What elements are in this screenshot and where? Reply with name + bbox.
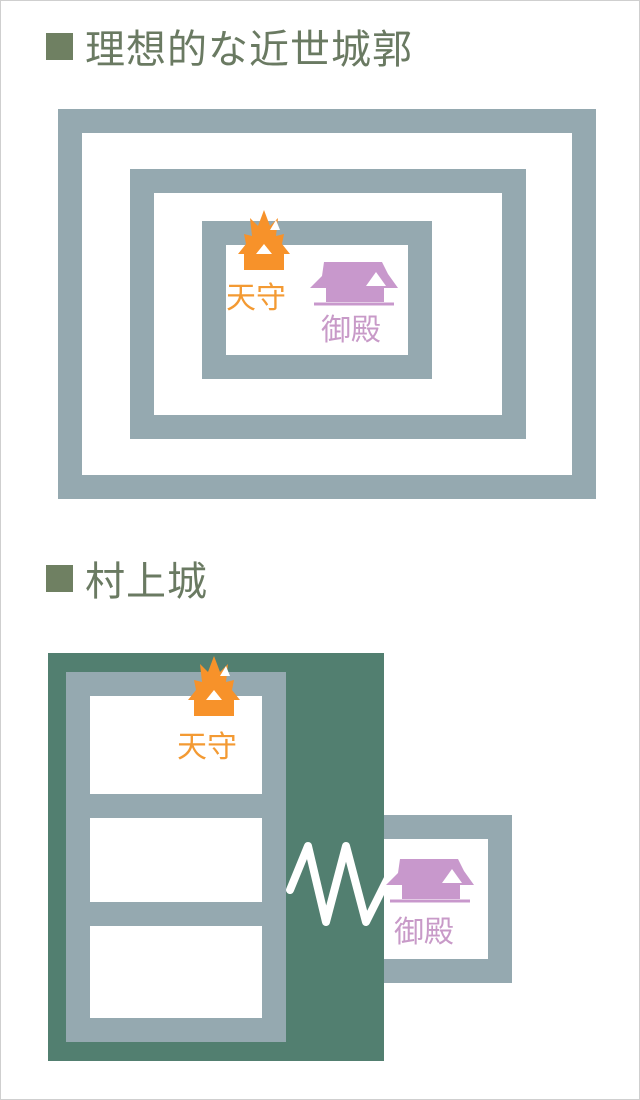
castle-keep-icon	[188, 656, 240, 716]
outer-enclosure	[58, 109, 596, 499]
palace-hall-icon	[310, 262, 398, 306]
connecting-path	[286, 842, 392, 926]
palace-hall-icon	[386, 859, 474, 903]
section-title-ideal: 理想的な近世城郭	[85, 27, 413, 73]
tenshu-label: 天守	[177, 730, 237, 765]
heading-square-icon	[46, 32, 73, 60]
middle-enclosure	[130, 169, 526, 439]
goten-label: 御殿	[321, 313, 381, 348]
tenshu-label: 天守	[226, 281, 286, 316]
castle-keep-icon	[238, 210, 290, 270]
main-enclosure-cell-3	[90, 926, 262, 1018]
section-heading-murakami: 村上城	[46, 554, 208, 605]
section-title-murakami: 村上城	[85, 559, 208, 605]
main-enclosure-cell-2	[90, 818, 262, 902]
heading-square-icon	[46, 564, 73, 592]
section-heading-ideal: 理想的な近世城郭	[46, 22, 413, 73]
goten-label: 御殿	[394, 915, 454, 950]
inner-enclosure	[202, 221, 432, 379]
